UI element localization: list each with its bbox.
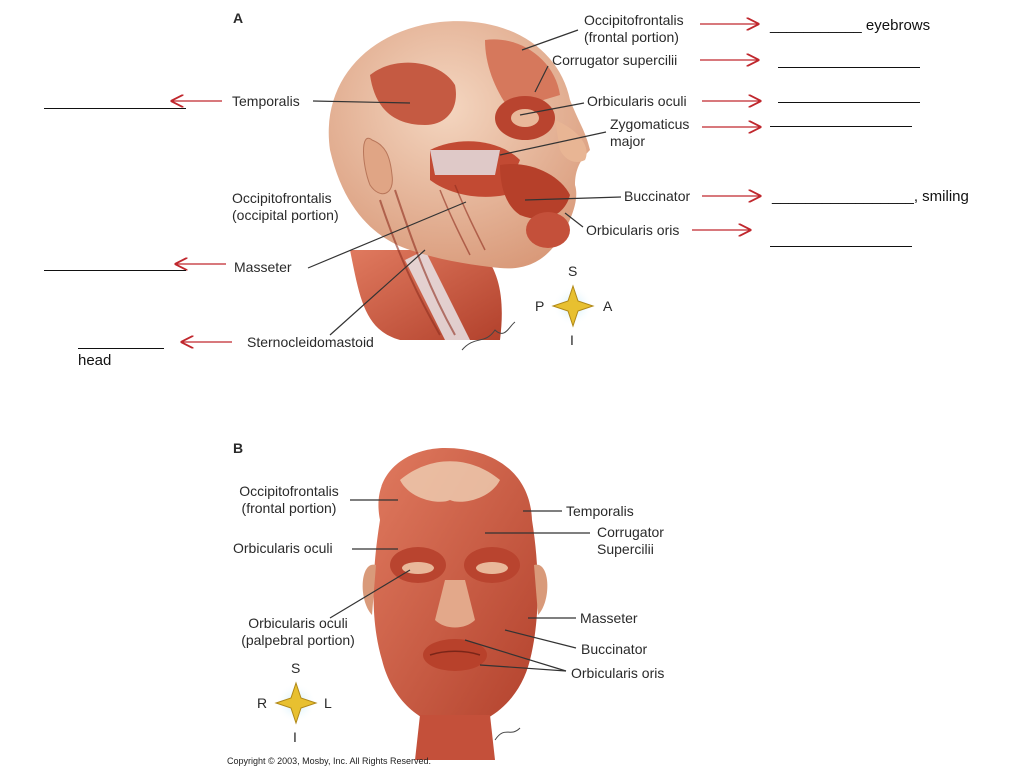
label-masseter-a: Masseter	[234, 259, 292, 275]
compass-a	[551, 284, 595, 328]
compass-b-inferior: I	[293, 729, 297, 745]
blank-temporalis[interactable]	[44, 108, 186, 109]
face-frontal-illustration	[362, 448, 548, 760]
blank-corrugator[interactable]	[778, 67, 920, 68]
compass-a-inferior: I	[570, 332, 574, 348]
compass-b-right: R	[257, 695, 268, 711]
label-masseter-b: Masseter	[580, 610, 638, 626]
head-lateral-illustration	[328, 21, 590, 351]
label-buccinator-b: Buccinator	[581, 641, 648, 657]
blank-smiling[interactable]: _________________, smiling	[772, 188, 969, 205]
label-zygomaticus-major-a: Zygomaticus major	[610, 116, 690, 149]
label-orbicularis-oculi-b: Orbicularis oculi	[233, 540, 333, 556]
leader-lines-a	[307, 29, 622, 336]
compass-a-anterior: A	[603, 298, 613, 314]
blank-eyebrows[interactable]: ___________ eyebrows	[770, 17, 931, 34]
blank-orbicularis-oculi[interactable]	[778, 102, 920, 103]
copyright-notice: Copyright © 2003, Mosby, Inc. All Rights…	[227, 756, 432, 766]
compass-b	[274, 681, 318, 725]
panel-label-b: B	[233, 440, 244, 456]
blank-masseter[interactable]	[44, 270, 186, 271]
answer-arrows-right	[692, 24, 760, 230]
label-corrugator-supercilii-a: Corrugator supercilii	[552, 52, 678, 68]
label-occipitofrontalis-occipital-a: Occipitofrontalis (occipital portion)	[232, 190, 339, 223]
blank-head-suffix: head	[78, 352, 112, 369]
blank-zygomaticus[interactable]	[770, 126, 912, 127]
label-buccinator-a: Buccinator	[624, 188, 691, 204]
label-orbicularis-oris-b: Orbicularis oris	[571, 665, 665, 681]
label-corrugator-supercilii-b: Corrugator Supercilii	[597, 524, 664, 557]
answer-arrows-left	[172, 101, 232, 342]
label-occipitofrontalis-frontal-b: Occipitofrontalis (frontal portion)	[239, 483, 339, 516]
label-occipitofrontalis-frontal-a: Occipitofrontalis (frontal portion)	[584, 12, 684, 45]
blank-sternocleidomastoid[interactable]	[78, 348, 164, 349]
label-sternocleidomastoid-a: Sternocleidomastoid	[247, 334, 374, 350]
blank-orbicularis-oris[interactable]	[770, 246, 912, 247]
label-orbicularis-palpebral-b: Orbicularis oculi (palpebral portion)	[241, 615, 355, 648]
compass-b-superior: S	[291, 660, 301, 676]
compass-a-superior: S	[568, 263, 578, 279]
label-temporalis-b: Temporalis	[566, 503, 634, 519]
leader-lines-b	[329, 499, 590, 672]
compass-b-left: L	[324, 695, 332, 711]
label-orbicularis-oris-a: Orbicularis oris	[586, 222, 680, 238]
label-temporalis-a: Temporalis	[232, 93, 300, 109]
compass-a-posterior: P	[535, 298, 545, 314]
panel-label-a: A	[233, 10, 244, 26]
label-orbicularis-oculi-a: Orbicularis oculi	[587, 93, 687, 109]
